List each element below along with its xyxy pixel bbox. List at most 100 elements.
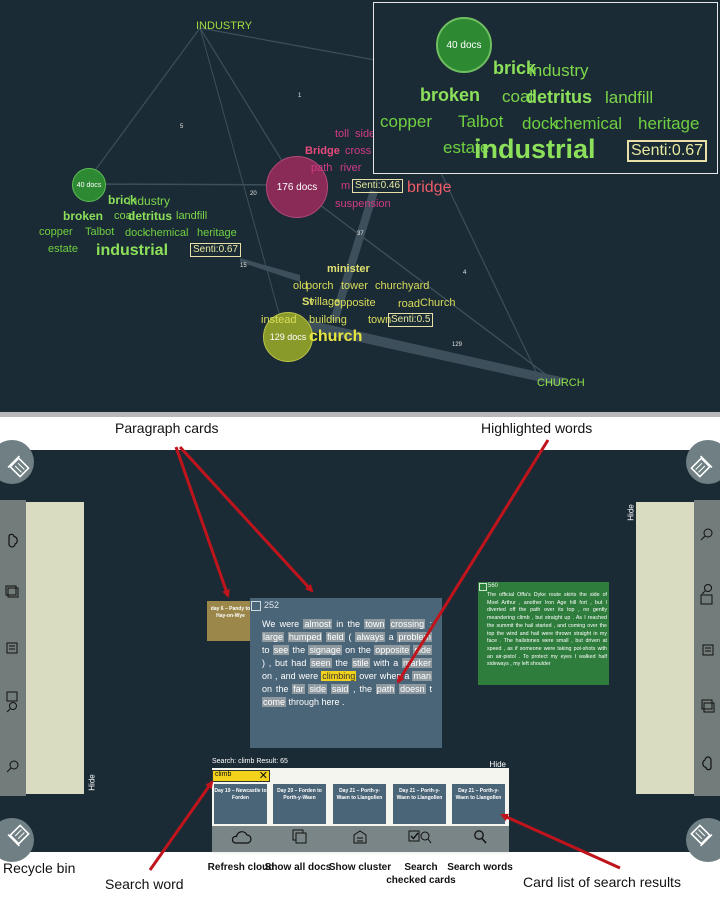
inset-word: estate (443, 138, 490, 157)
inset-word: dock (522, 114, 558, 133)
cloud-icon[interactable] (0, 520, 26, 560)
result-card[interactable]: Day 21 – Porth-y-Waen to Llangollen (393, 784, 446, 824)
card-checkbox[interactable] (479, 583, 487, 591)
edge-weight: 129 (452, 342, 463, 348)
hide-search-button[interactable]: Hide (489, 760, 506, 769)
cloud-word: Talbot (85, 226, 115, 238)
card-checkbox[interactable] (251, 601, 261, 611)
result-card[interactable]: Day 19 – Newcastle to Forden (214, 784, 267, 824)
stack-icon[interactable] (694, 686, 720, 726)
search-checked-cards-button[interactable] (391, 826, 449, 852)
node-industry[interactable]: INDUSTRY (196, 20, 253, 32)
recycle-bin-icon[interactable] (0, 440, 34, 484)
highlighted-word: seen (310, 658, 332, 668)
card-text-segment (385, 619, 389, 629)
cloud-word: estate (48, 243, 78, 255)
cloud-word: side (355, 128, 376, 140)
toolbar-label: Search checked cards (386, 862, 456, 886)
clear-search-icon[interactable]: ✕ (258, 770, 268, 782)
inset-word: industry (529, 61, 589, 80)
cloud-word: coal (114, 210, 135, 222)
highlighted-word: signage (308, 645, 342, 655)
cluster-icon[interactable] (694, 630, 720, 670)
card-text-segment: t (425, 684, 432, 694)
inset-cluster-bubble[interactable]: 40 docs (436, 17, 492, 73)
cluster-industry-bubble[interactable]: 40 docs (72, 168, 106, 202)
toolbar-label: Refresh cloud (207, 862, 275, 873)
search-checked-icon[interactable] (0, 682, 26, 722)
highlighted-word: field (326, 632, 345, 642)
inset-word: broken (420, 85, 481, 105)
hide-right-panel-button[interactable]: Hide (626, 504, 636, 521)
annotation-highlighted-words: Highlighted words (481, 420, 593, 436)
result-card-title: Day 20 – Forden to Porth-y-Waen (277, 788, 322, 801)
senti-score: Senti:0.5 (388, 313, 434, 327)
edge-weight: 15 (240, 263, 247, 269)
highlighted-word: problem (397, 632, 432, 642)
search-icon[interactable] (0, 746, 26, 786)
result-card[interactable]: Day 21 – Porth-y-Waen to Llangollen (333, 784, 386, 824)
result-card[interactable]: Day 20 – Forden to Porth-y-Waen (273, 784, 326, 824)
cloud-word: copper (39, 226, 73, 238)
card-text: We were almost in the town crossing : la… (262, 618, 433, 709)
card-text-segment: : (425, 619, 432, 629)
hide-left-panel-button[interactable]: Hide (87, 774, 97, 791)
search-query: climb (215, 771, 232, 778)
cloud-word: road (398, 298, 421, 310)
result-card[interactable]: Day 21 – Porth-y-Waen to Llangollen (452, 784, 505, 824)
highlighted-word: doesn (399, 684, 426, 694)
highlighted-word: opposite (374, 645, 411, 655)
left-card-list-panel[interactable] (26, 502, 84, 794)
card-text-segment: over when a (356, 671, 413, 681)
highlighted-word: come (262, 697, 287, 707)
inset-word: landfill (605, 88, 654, 107)
recycle-bin-icon[interactable] (686, 818, 720, 862)
inset-word: brick (493, 58, 537, 78)
cluster-church-bubble[interactable]: 129 docs (263, 312, 313, 362)
paragraph-card-collapsed[interactable]: day 6 – Pandy to Hay-on-Wye (207, 601, 254, 641)
result-card-title: Day 21 – Porth-y-Waen to Llangollen (455, 788, 502, 801)
edge-weight: 20 (250, 191, 257, 197)
cluster-bridge-bubble[interactable]: 176 docs (266, 156, 328, 218)
paragraph-card[interactable]: 252 We were almost in the town crossing … (250, 598, 442, 748)
inset-word: copper (380, 112, 432, 131)
word-cloud-view[interactable]: INDUSTRY CHURCH 1 5 20 1 37 15 4 129 15 … (0, 0, 720, 412)
card-id: 560 (488, 583, 499, 589)
card-text-segment: , the (349, 684, 376, 694)
cloud-word: tower (341, 280, 368, 292)
search-checked-icon[interactable] (694, 574, 720, 614)
highlighted-word: side (308, 684, 327, 694)
inset-senti-score: Senti:0.67 (627, 140, 708, 163)
show-all-docs-button[interactable] (271, 826, 329, 852)
search-match-word: climbing (321, 671, 357, 681)
node-church[interactable]: CHURCH (537, 377, 585, 389)
show-cluster-button[interactable] (331, 826, 389, 852)
highlighted-word: see (272, 645, 290, 655)
highlighted-word: path (375, 684, 396, 694)
inset-word: heritage (638, 114, 700, 133)
zoom-inset[interactable]: 40 docs brick industry broken coal detri… (373, 2, 718, 174)
cluster-icon[interactable] (0, 628, 26, 668)
senti-score: Senti:0.67 (190, 243, 242, 257)
stack-icon[interactable] (0, 572, 26, 612)
search-input[interactable]: climb ✕ (212, 770, 270, 782)
cloud-word: industrial (96, 242, 169, 259)
card-text-segment: the (289, 645, 309, 655)
card-text-segment: the (331, 658, 352, 668)
cloud-icon[interactable] (694, 744, 720, 784)
result-card-title: Day 19 – Newcastle to Forden (214, 788, 267, 801)
recycle-bin-icon[interactable] (686, 440, 720, 484)
paragraph-card[interactable]: 560 The official Offa's Dyke route skirt… (478, 582, 609, 685)
right-card-list-panel[interactable] (636, 502, 694, 794)
cloud-word: river (340, 162, 362, 174)
recycle-bin-icon[interactable] (0, 818, 34, 862)
highlighted-word: man (412, 671, 432, 681)
stack-icon (292, 829, 308, 850)
card-text-segment: a (384, 632, 398, 642)
bottom-toolbar (212, 826, 509, 852)
search-icon[interactable] (694, 514, 720, 554)
search-words-button[interactable] (451, 826, 509, 852)
cloud-word: bridge (407, 179, 452, 196)
search-icon (472, 829, 488, 850)
refresh-cloud-button[interactable] (212, 826, 270, 852)
